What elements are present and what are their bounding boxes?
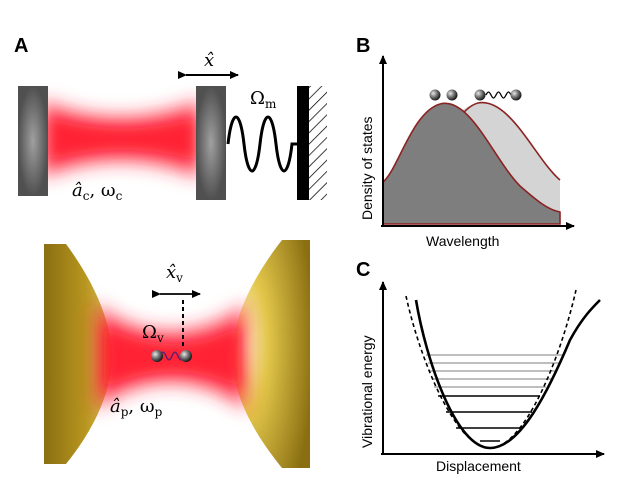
energy-levels — [426, 354, 564, 442]
panel-a-letter: A — [14, 35, 28, 57]
panel-c-letter: C — [356, 259, 370, 281]
left-mirror — [18, 86, 48, 196]
wall-hatching — [309, 86, 327, 200]
mechanical-spring — [226, 115, 298, 173]
dos-y-label: Density of states — [359, 117, 375, 221]
harmonic-potential — [405, 289, 577, 449]
fixed-wall — [297, 86, 309, 200]
right-mirror — [196, 86, 226, 200]
vibration-frequency-label: Ωv — [142, 322, 164, 345]
stretched-molecule-icon — [474, 89, 522, 101]
molecule — [151, 350, 192, 362]
left-gold-mirror — [44, 244, 112, 464]
tight-molecule-icon — [429, 89, 458, 101]
energy-y-label: Vibrational energy — [359, 335, 375, 448]
mirror-displacement-label: x̂ — [204, 50, 214, 71]
cavity-mode-label: âc, ωc — [72, 180, 123, 203]
dos-x-label: Wavelength — [426, 233, 499, 249]
panel-b-letter: B — [356, 35, 370, 57]
morse-potential — [414, 299, 601, 450]
vibration-displacement-label: x̂v — [166, 262, 183, 285]
dark-peak — [382, 102, 561, 225]
right-gold-mirror — [232, 240, 310, 468]
energy-x-label: Displacement — [436, 458, 521, 474]
cavity-field-core-top — [50, 118, 195, 160]
mechanical-frequency-label: Ωm — [250, 88, 277, 111]
plasmon-mode-label: âp, ωp — [110, 396, 163, 419]
